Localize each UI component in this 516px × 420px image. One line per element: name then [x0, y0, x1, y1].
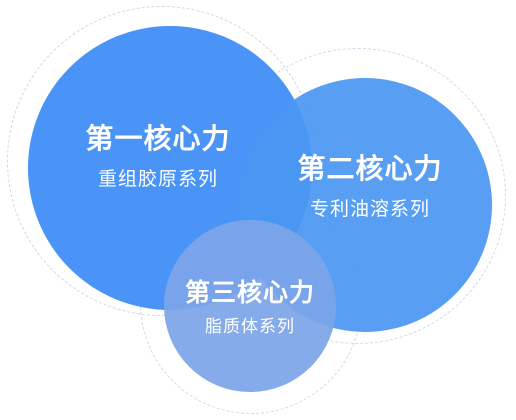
circle-3-label: 第三核心力 脂质体系列: [160, 278, 340, 338]
circle-1-title: 第一核心力: [85, 122, 231, 155]
circle-2-subtitle: 专利油溶系列: [309, 198, 430, 220]
circle-1-subtitle: 重组胶原系列: [97, 168, 218, 190]
circle-3-title: 第三核心力: [184, 278, 315, 307]
circle-2-title: 第二核心力: [297, 152, 443, 185]
circle-1-label: 第一核心力 重组胶原系列: [58, 122, 258, 192]
circle-3-subtitle: 脂质体系列: [205, 317, 295, 337]
circle-2-label: 第二核心力 专利油溶系列: [270, 152, 470, 222]
circle-core-force-3: [164, 220, 336, 392]
